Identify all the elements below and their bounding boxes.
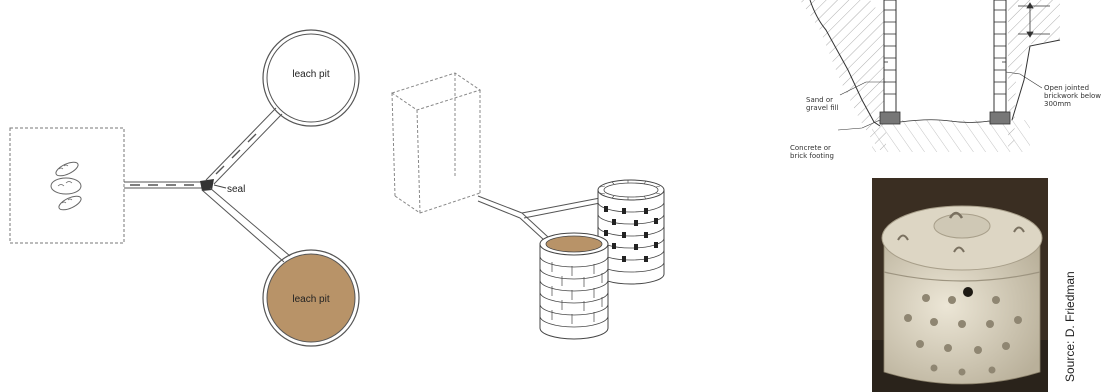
toilet-room-outline xyxy=(10,128,124,243)
outlet-pipe xyxy=(124,182,204,188)
source-credit: Source: D. Friedman xyxy=(1063,271,1077,382)
soil-bottom xyxy=(872,120,1030,152)
seal-leader xyxy=(214,185,226,188)
concrete-ring-photo xyxy=(872,178,1048,392)
plan-view: seal leach pit leach pit xyxy=(10,30,359,346)
open-jointed-label-2: brickwork below xyxy=(1044,92,1101,100)
cross-section: Sand or gravel fill Open jointed brickwo… xyxy=(790,0,1101,160)
brick-pit-front xyxy=(540,233,608,339)
leach-pit-top-label: leach pit xyxy=(292,69,329,80)
sand-fill-label-2: gravel fill xyxy=(806,104,839,112)
footing-right xyxy=(990,112,1010,124)
footing-label-1: Concrete or xyxy=(790,144,831,152)
open-jointed-label-1: Open jointed xyxy=(1044,84,1089,92)
leach-pit-bottom-label: leach pit xyxy=(292,294,329,305)
branch-pipe-bottom xyxy=(202,188,290,262)
superstructure-outline xyxy=(392,73,480,213)
footing-left xyxy=(880,112,900,124)
pit-wall-left xyxy=(884,0,896,112)
footing-label-2: brick footing xyxy=(790,152,834,160)
sand-fill-label-1: Sand or xyxy=(806,96,833,104)
isometric-view xyxy=(392,73,664,339)
pit-wall-right xyxy=(994,0,1006,112)
seal-label: seal xyxy=(227,184,245,195)
squat-pan-icon xyxy=(51,159,83,212)
open-jointed-label-3: 300mm xyxy=(1044,100,1071,108)
branch-pipe-top xyxy=(206,108,282,184)
